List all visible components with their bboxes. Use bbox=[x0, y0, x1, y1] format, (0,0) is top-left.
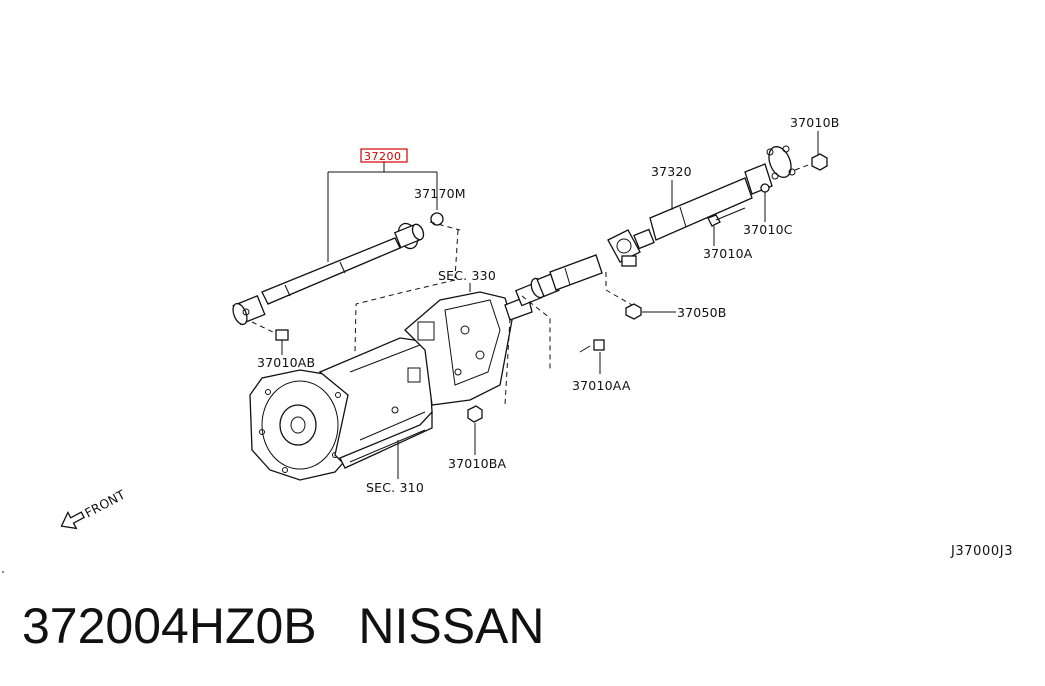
label-front: FRONT bbox=[82, 487, 128, 521]
label-37170m: 37170M bbox=[414, 186, 466, 201]
callout-37010ab: 37010AB bbox=[251, 321, 315, 370]
highlight-label: 37200 bbox=[364, 150, 402, 163]
callout-37010a: 37010A bbox=[703, 207, 753, 261]
callout-37170m: 37170M bbox=[414, 186, 466, 279]
caption: 372004HZ0B NISSAN bbox=[22, 596, 545, 656]
callout-37050b: 37050B bbox=[605, 272, 727, 320]
label-37010b: 37010B bbox=[790, 115, 840, 130]
label-37050b: 37050B bbox=[677, 305, 727, 320]
callout-37010aa: 37010AA bbox=[521, 295, 631, 393]
label-37010ab: 37010AB bbox=[257, 355, 315, 370]
callout-37010ba: 37010BA bbox=[448, 405, 507, 471]
label-37010aa: 37010AA bbox=[572, 378, 631, 393]
part-number: 372004HZ0B bbox=[22, 598, 317, 654]
rear-propeller-shaft bbox=[514, 145, 796, 307]
brand-name: NISSAN bbox=[358, 598, 545, 654]
label-37010ba: 37010BA bbox=[448, 456, 507, 471]
transmission-assembly bbox=[249, 291, 533, 481]
label-37010c: 37010C bbox=[743, 222, 793, 237]
label-sec310: SEC. 310 bbox=[366, 480, 424, 495]
reference-code: J37000J3 bbox=[950, 544, 1013, 559]
label-sec330: SEC. 330 bbox=[438, 268, 496, 283]
front-arrow: FRONT bbox=[60, 487, 128, 530]
callout-37200: 37200 bbox=[327, 148, 438, 262]
label-37010a: 37010A bbox=[703, 246, 753, 261]
callout-37010b: 37010B bbox=[790, 115, 840, 171]
label-37320: 37320 bbox=[651, 164, 692, 179]
callout-37010c: 37010C bbox=[743, 183, 793, 237]
front-propeller-shaft bbox=[232, 222, 425, 326]
